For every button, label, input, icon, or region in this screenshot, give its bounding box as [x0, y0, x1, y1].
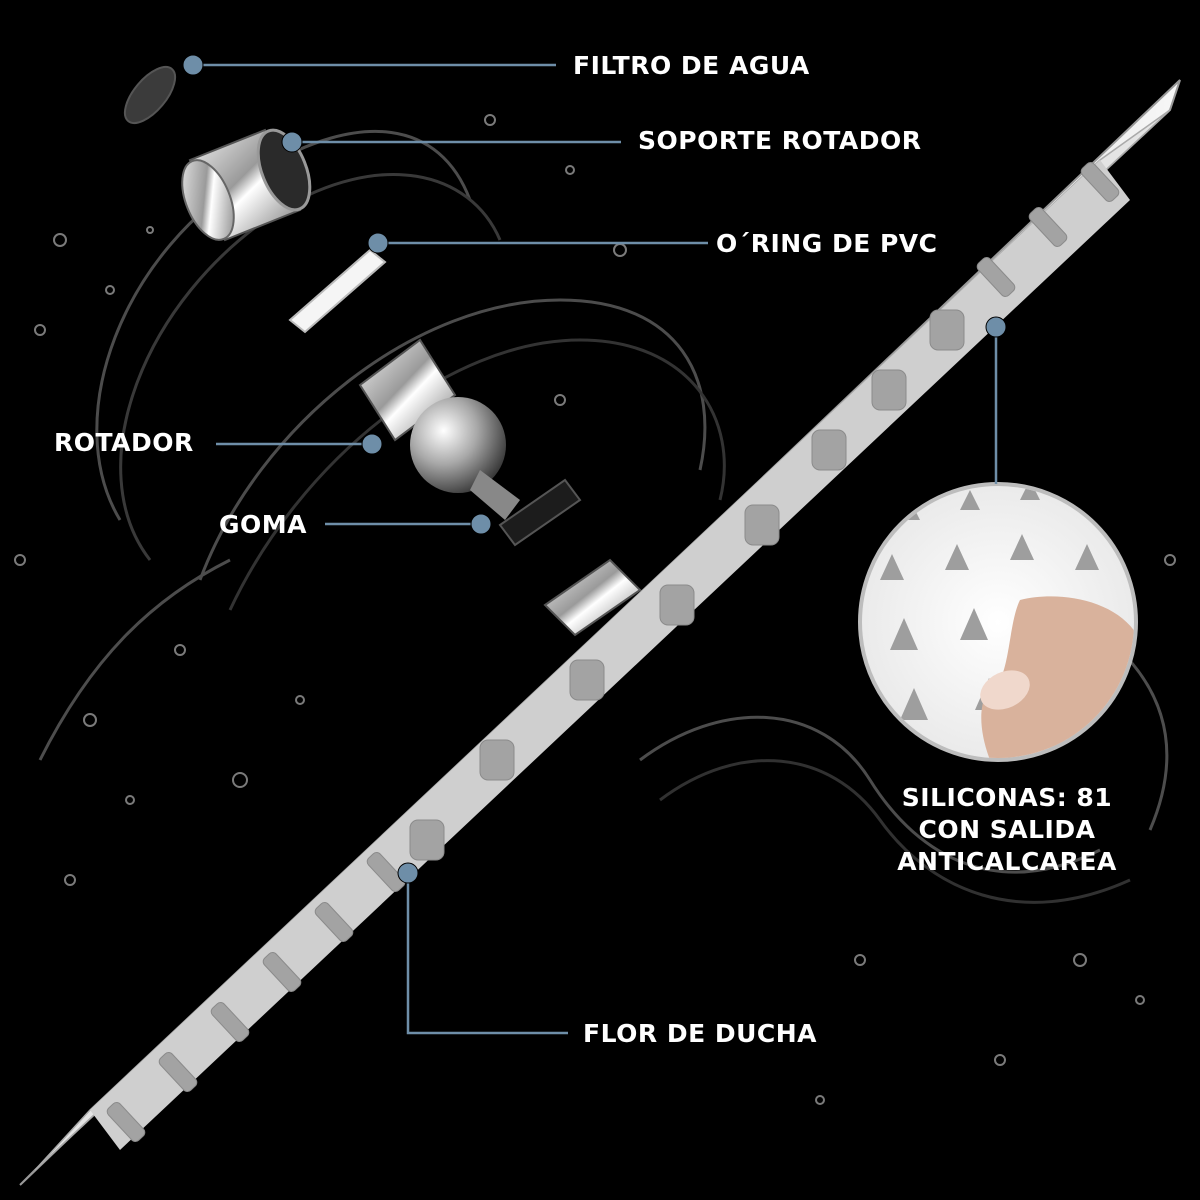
water-filter-part	[123, 65, 177, 125]
label-silicone-count: SILICONAS: 81	[901, 783, 1113, 812]
callout-dot-oring	[367, 232, 389, 254]
callout-dot-soporte	[281, 131, 303, 153]
nozzle-zoom-inset	[858, 482, 1138, 762]
label-rotator-support: SOPORTE ROTADOR	[638, 126, 922, 155]
threaded-connector	[543, 558, 642, 637]
label-pvc-oring: O´RING DE PVC	[716, 229, 938, 258]
callout-dot-filtro	[182, 54, 204, 76]
label-silicone-anticalc: ANTICALCAREA	[897, 847, 1117, 876]
label-water-filter: FILTRO DE AGUA	[573, 51, 810, 80]
label-silicone-nozzles: SILICONAS: 81 CON SALIDA ANTICALCAREA	[892, 782, 1122, 878]
callout-dot-rotador	[361, 433, 383, 455]
callout-dot-flor	[397, 862, 419, 884]
pvc-oring-part	[288, 248, 387, 334]
callout-dot-goma	[470, 513, 492, 535]
silicone-nozzles	[106, 162, 1120, 1142]
callout-dot-silicona	[985, 316, 1007, 338]
label-rubber-gasket: GOMA	[219, 510, 307, 539]
label-shower-head: FLOR DE DUCHA	[583, 1019, 818, 1048]
label-silicone-outlet: CON SALIDA	[918, 815, 1096, 844]
callout-lines	[193, 63, 998, 1035]
callout-dots	[182, 54, 1007, 884]
water-splash	[38, 129, 1169, 904]
label-rotator: ROTADOR	[54, 428, 194, 457]
rotator-part	[358, 338, 520, 520]
rubber-gasket-part	[498, 478, 582, 547]
water-droplets	[14, 114, 1176, 1105]
